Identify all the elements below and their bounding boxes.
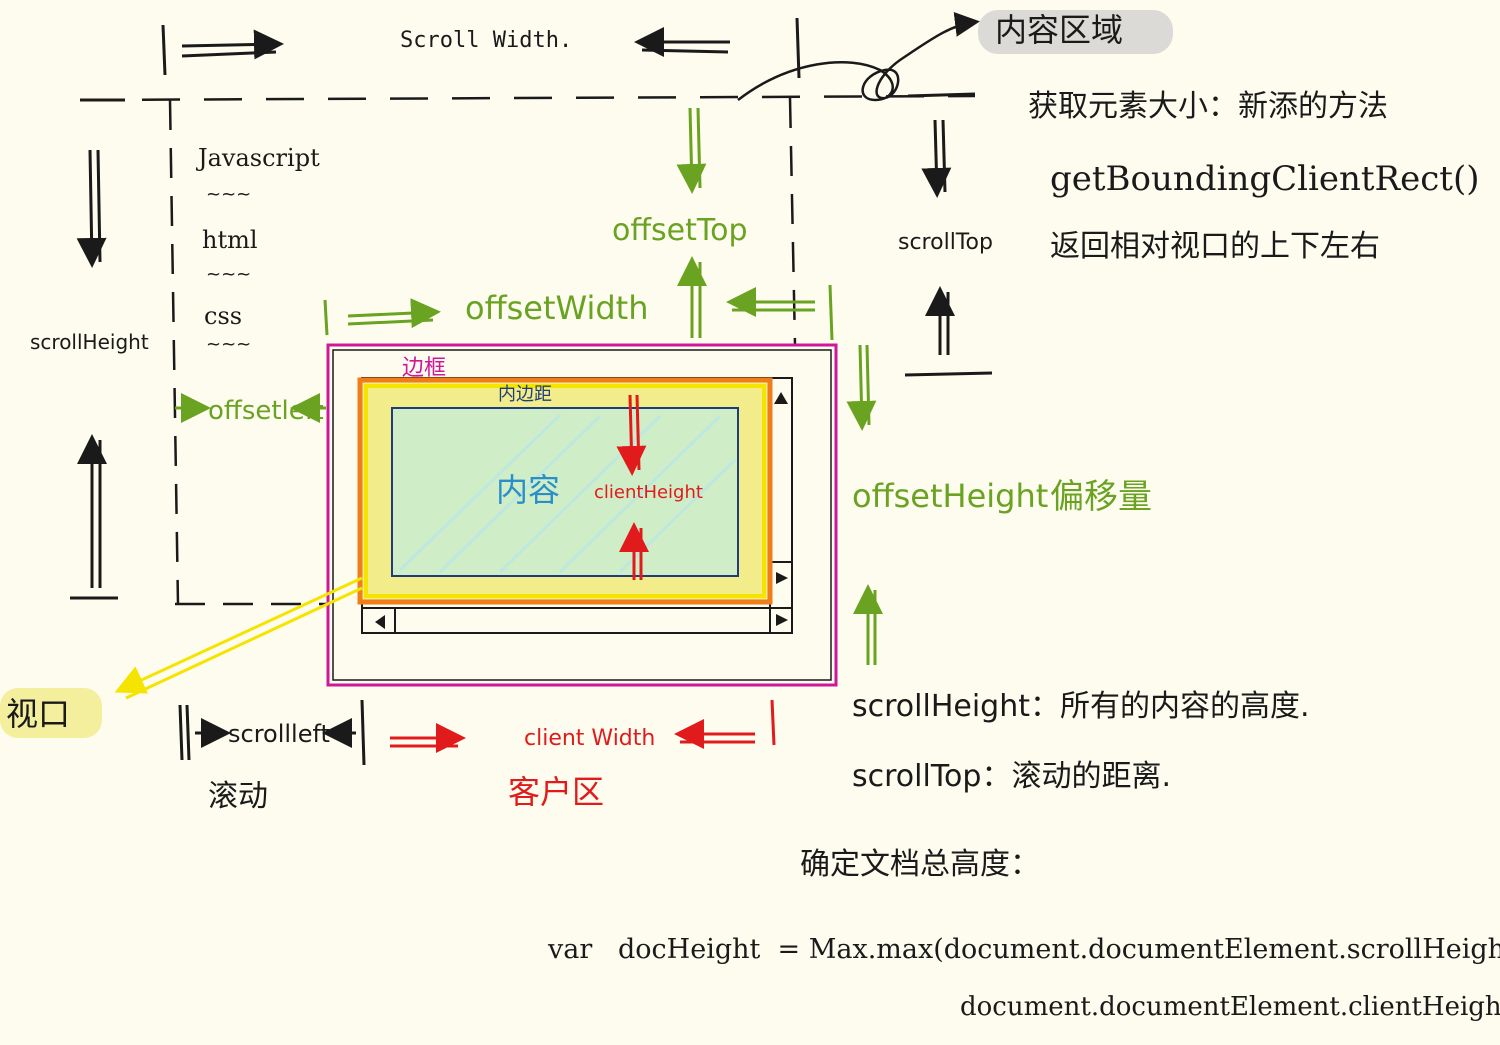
code-line-2: document.documentElement.clientHeight) <box>960 992 1500 1022</box>
offset-width-label: offsetWidth <box>465 289 649 327</box>
scroll-label: 滚动 <box>208 779 268 814</box>
content-area-highlight <box>978 10 1173 54</box>
list-item-sep-3: ~~~ <box>206 334 252 355</box>
list-item-html: html <box>202 226 258 254</box>
offset-top-label: offsetTop <box>612 213 748 248</box>
border-label: 边框 <box>402 356 447 381</box>
offset-box-outline <box>326 343 838 687</box>
list-item-sep-2: ~~~ <box>206 264 252 285</box>
offset-top-dimension <box>676 107 707 338</box>
scroll-top-label: scrollTop <box>898 230 993 255</box>
offset-height-dimension <box>846 344 883 665</box>
scroll-height-left-label: scrollHeight <box>30 330 149 354</box>
viewport-pointer <box>114 576 363 700</box>
content-area-pointer <box>737 11 980 102</box>
viewport-label: 视口 <box>6 695 71 733</box>
padding-label: 内边距 <box>498 384 552 405</box>
scroll-width-dimension <box>161 17 801 79</box>
scroll-top-dimension <box>904 92 993 377</box>
scroll-width-label: Scroll Width. <box>400 28 573 53</box>
client-height-dimension <box>616 394 649 580</box>
code-line-1: var docHeight = Max.max(document.documen… <box>548 934 1500 965</box>
offset-left-label: offsetleft <box>208 396 324 426</box>
viewport-highlight <box>0 688 102 738</box>
content-box <box>391 407 739 577</box>
client-width-label: client Width <box>524 726 656 751</box>
scroll-left-label: scrollleft <box>228 720 330 748</box>
note-line-1: 获取元素大小：新添的方法 <box>1028 89 1388 124</box>
scroll-left-dimension <box>178 699 366 766</box>
note-line-3: 返回相对视口的上下左右 <box>1050 229 1380 264</box>
list-item-javascript: Javascript <box>198 144 320 172</box>
scroll-height-dimension <box>70 98 125 600</box>
content-area-label: 内容区域 <box>995 11 1124 49</box>
offset-width-dimension <box>323 284 834 341</box>
note-line-5: scrollTop：滚动的距离. <box>852 759 1171 794</box>
note-line-4: scrollHeight：所有的内容的高度. <box>852 689 1310 724</box>
list-item-sep-1: ~~~ <box>206 184 252 205</box>
client-width-dimension <box>390 699 776 753</box>
offset-height-label: offsetHeight <box>852 477 1049 515</box>
content-label: 内容 <box>496 471 561 509</box>
offset-cn-label: 偏移量 <box>1050 477 1152 517</box>
note-line-2: getBoundingClientRect() <box>1050 159 1480 199</box>
list-item-css: css <box>204 302 243 330</box>
scroll-content-box <box>79 94 976 606</box>
client-area-label: 客户区 <box>508 773 605 811</box>
note-line-6: 确定文档总高度： <box>800 847 1040 882</box>
client-height-label: clientHeight <box>594 482 703 503</box>
